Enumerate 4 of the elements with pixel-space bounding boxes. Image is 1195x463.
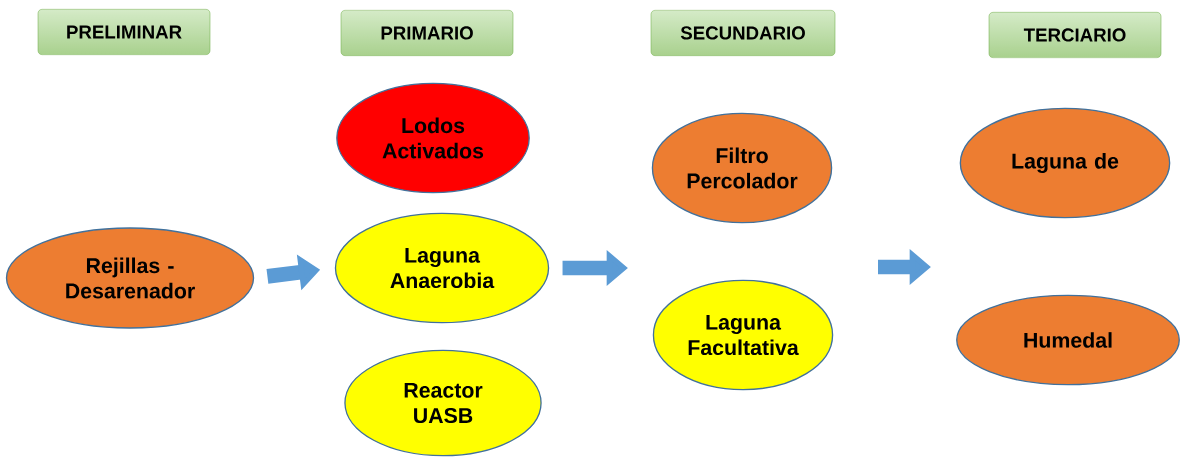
stage-header: SECUNDARIO	[650, 10, 836, 56]
stage-header: PRELIMINAR	[37, 9, 211, 55]
stage-header: TERCIARIO	[988, 12, 1162, 58]
stage-header: PRIMARIO	[340, 10, 514, 56]
